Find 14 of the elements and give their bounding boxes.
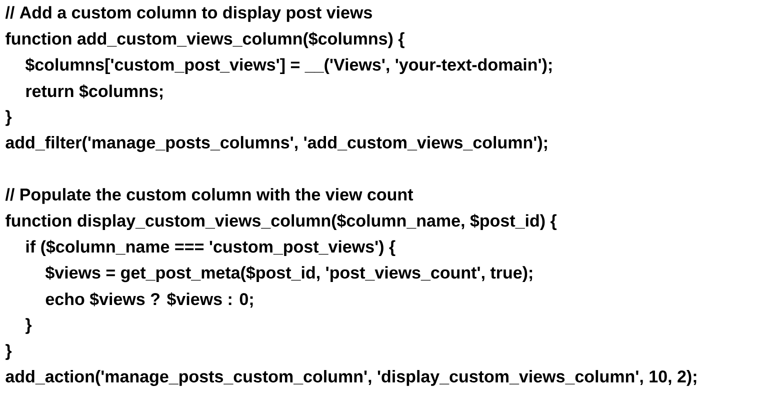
code-line: $views = get_post_meta($post_id, 'post_views_count', true);	[45, 266, 532, 282]
code-line: }	[6, 110, 12, 126]
code-line: if ($column_name === 'custom_post_views') {	[26, 240, 396, 256]
code-line: return $columns;	[26, 84, 162, 100]
code-comment: // Populate the custom column with the view count	[5, 188, 414, 204]
code-line: add_action('manage_posts_custom_column', 'display_custom_views_column', 10, 2);	[6, 370, 696, 386]
code-line: add_filter('manage_posts_columns', 'add_custom_views_column');	[6, 136, 547, 152]
code-line: echo $views ? $views : 0;	[46, 292, 253, 308]
code-line: $columns['custom_post_views'] = __('Views', 'your-text-domain');	[25, 58, 552, 74]
code-line: function add_custom_views_column($columns) {	[6, 32, 404, 48]
code-line: }	[26, 318, 32, 334]
code-line: }	[6, 344, 12, 360]
code-comment: // Add a custom column to display post views	[5, 6, 372, 22]
code-line: function display_custom_views_column($column_name, $post_id) {	[6, 214, 557, 230]
